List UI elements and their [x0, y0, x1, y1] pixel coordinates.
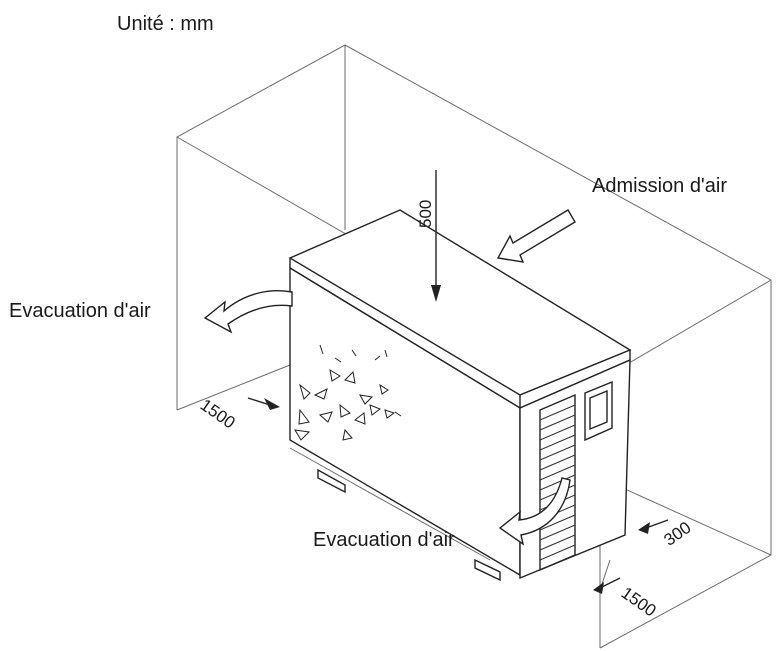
control-panel [584, 380, 613, 442]
air-exhaust-left-label: Evacuation d'air [9, 300, 151, 322]
leaf-debris [294, 344, 402, 441]
dimension-arrows [247, 170, 669, 594]
heat-pump-unit [288, 209, 632, 582]
exhaust-arrow-front [498, 477, 571, 546]
unit-label: Unité : mm [117, 13, 214, 35]
dimension-top-500: 500 [416, 199, 435, 228]
air-intake-arrow [496, 209, 576, 263]
exhaust-arrow-left [203, 290, 293, 334]
air-exhaust-front-label: Evacuation d'air [313, 529, 455, 551]
unit-foot-right [474, 558, 501, 582]
unit-foot-left [317, 468, 346, 494]
air-intake-label: Admission d'air [592, 175, 727, 197]
